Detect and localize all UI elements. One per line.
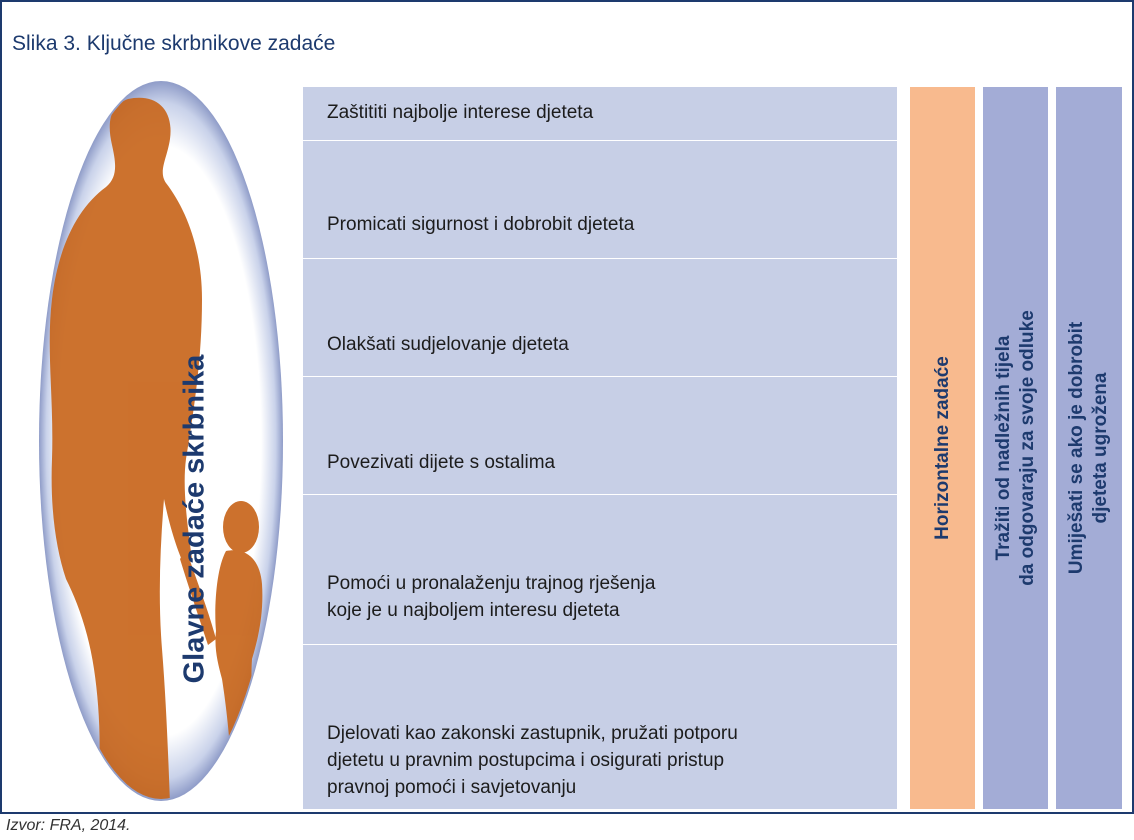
column-label: Tražiti od nadležnih tijela da odgovaraj… <box>992 310 1038 586</box>
figure-frame: Slika 3. Ključne skrbnikove zadaće <box>0 0 1134 814</box>
task-text: Pomoći u pronalaženju trajnog rješenja k… <box>327 573 656 621</box>
task-text: Djelovati kao zakonski zastupnik, pružat… <box>327 723 738 798</box>
source-note: Izvor: FRA, 2014. <box>6 817 131 834</box>
task-row-3: Olakšati sudjelovanje djeteta <box>303 259 897 377</box>
guardian-illustration: Glavne zadaće skrbnika <box>36 79 286 804</box>
task-text: Zaštititi najbolje interese djeteta <box>327 102 594 123</box>
guardian-child-silhouette <box>39 81 283 801</box>
oval-label-text: Glavne zadaće skrbnika <box>178 354 211 684</box>
task-row-6: Djelovati kao zakonski zastupnik, pružat… <box>303 645 897 809</box>
horizontal-tasks-column: Horizontalne zadaće <box>910 87 975 809</box>
column-label: Horizontalne zadaće <box>931 356 953 540</box>
task-text: Olakšati sudjelovanje djeteta <box>327 334 569 355</box>
figure-title: Slika 3. Ključne skrbnikove zadaće <box>12 32 336 55</box>
task-row-5: Pomoći u pronalaženju trajnog rješenja k… <box>303 495 897 645</box>
task-row-4: Povezivati dijete s ostalima <box>303 377 897 495</box>
column-label: Umiješati se ako je dobrobit djeteta ugr… <box>1066 321 1111 575</box>
task-row-2: Promicati sigurnost i dobrobit djeteta <box>303 141 897 259</box>
task-text: Promicati sigurnost i dobrobit djeteta <box>327 214 635 235</box>
task-row-1: Zaštititi najbolje interese djeteta <box>303 87 897 141</box>
task-text: Povezivati dijete s ostalima <box>327 452 556 473</box>
intervention-column: Umiješati se ako je dobrobit djeteta ugr… <box>1056 87 1122 809</box>
accountability-column: Tražiti od nadležnih tijela da odgovaraj… <box>983 87 1048 809</box>
